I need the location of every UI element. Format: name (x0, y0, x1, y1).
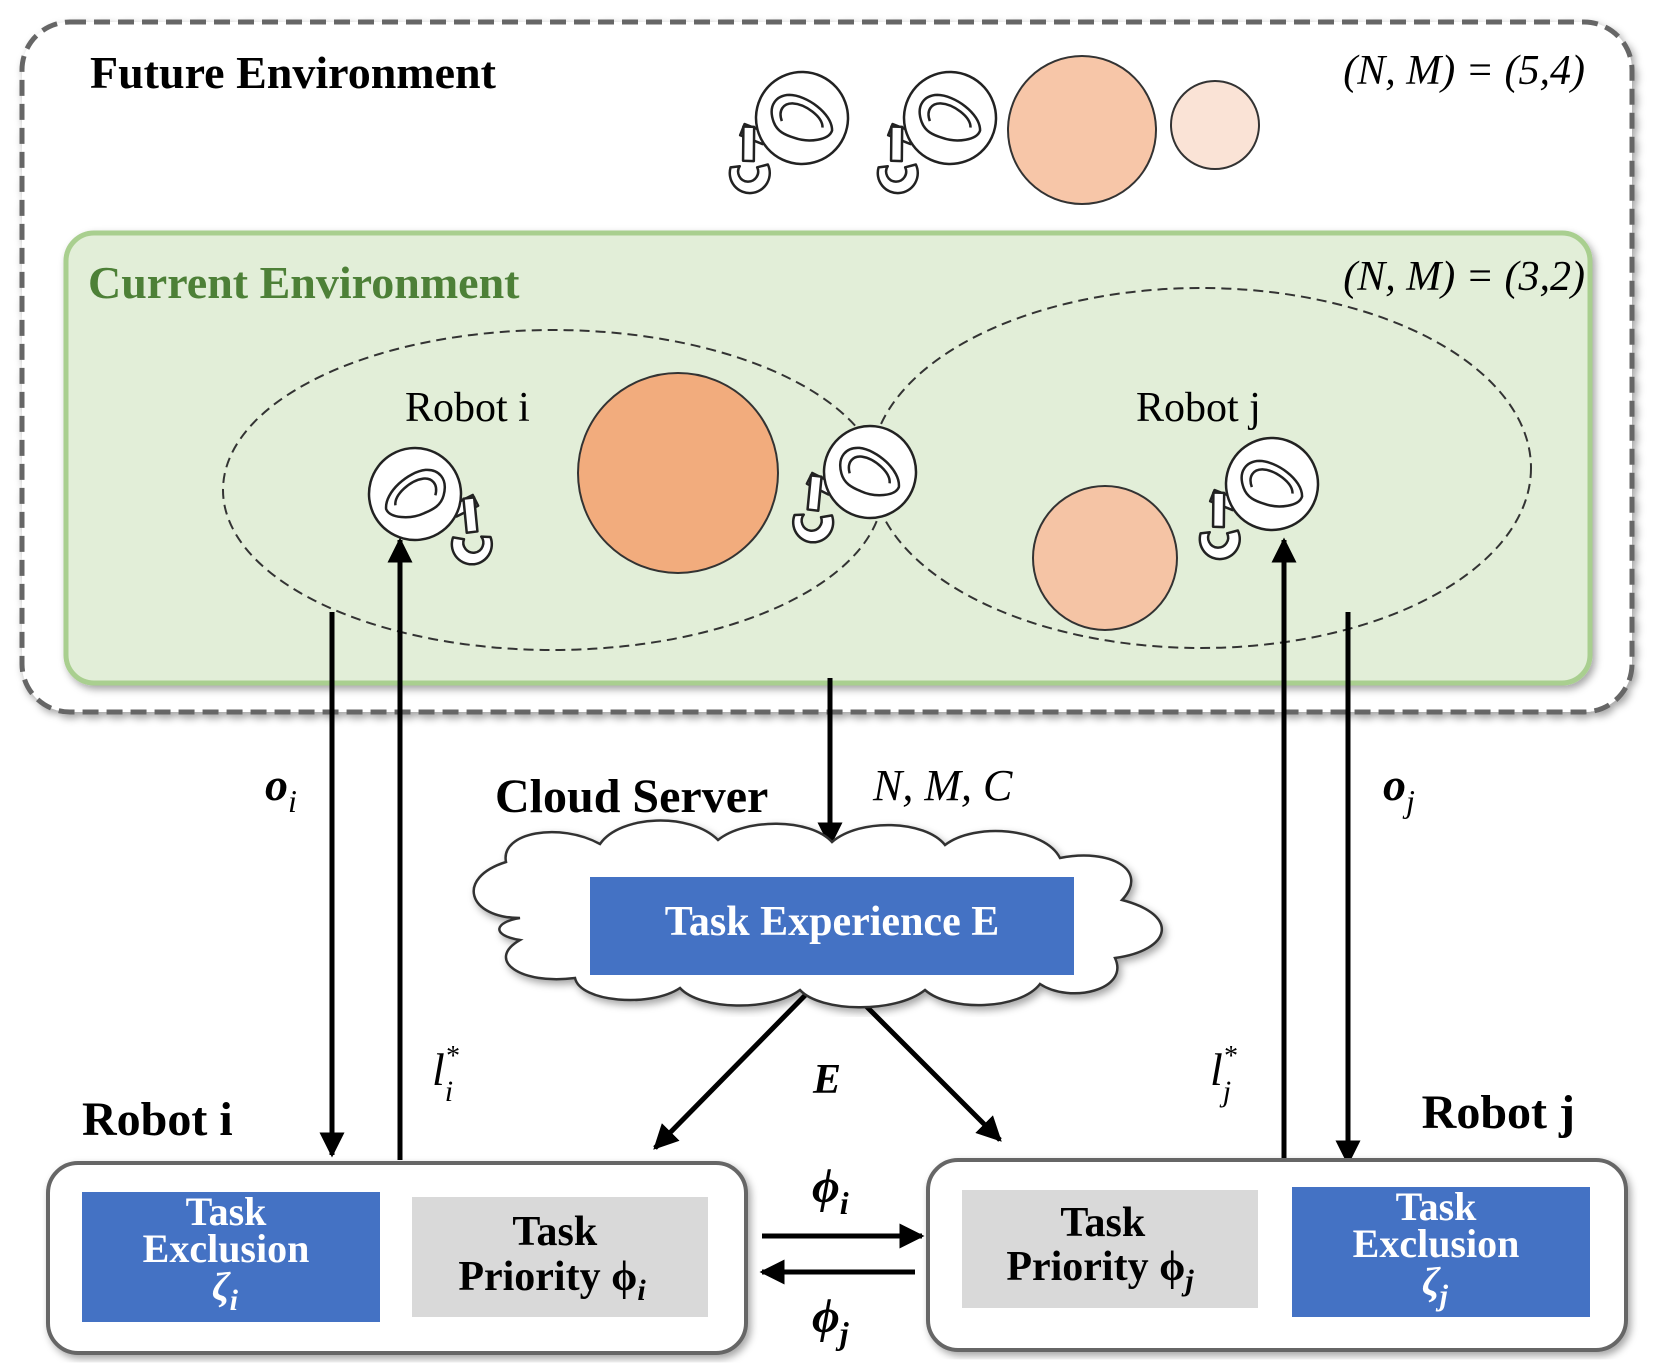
robot-j-priority-text: Task Priority ϕj (1006, 1200, 1194, 1297)
robot-j-block: Robot j Task Priority ϕj Task Exclusion … (926, 1086, 1628, 1352)
experience-output-label: E (812, 1057, 841, 1103)
task-experience-box (590, 877, 1074, 975)
phi-j-label: ϕj (812, 1290, 849, 1351)
future-task-small (1170, 80, 1260, 170)
robot-j-exclusion-box (1292, 1187, 1590, 1317)
obs-j-label: oj (1383, 759, 1415, 819)
task-dark (577, 372, 779, 574)
robot-j-exclusion-text: Task Exclusion ζj (1353, 1184, 1530, 1312)
robot-i-block: Robot i Task Exclusion ζi Task Priority … (46, 1093, 748, 1355)
robot-i-priority-box (412, 1197, 708, 1317)
arrows (319, 537, 1361, 1285)
link-labels: oi oj l*i l*j ϕi ϕj (265, 759, 1415, 1351)
cloud-server-title: Cloud Server (495, 770, 768, 823)
cloud-server: Task Experience E Cloud Server N, M, C E (472, 761, 1164, 1103)
robot-i-env-label: Robot i (405, 385, 530, 431)
robot-j-env-label: Robot j (1136, 385, 1261, 431)
feedback-i-label: l*i (432, 1041, 459, 1108)
server-input-label: N, M, C (872, 761, 1013, 810)
robot-j-title: Robot j (1422, 1086, 1575, 1139)
robot-i-exclusion-box (82, 1192, 380, 1322)
obs-i-label: oi (265, 759, 297, 819)
phi-i-label: ϕi (812, 1160, 849, 1221)
current-environment-title: Current Environment (88, 257, 520, 308)
experience-to-i-arrow (653, 968, 832, 1150)
robot-i-title: Robot i (82, 1093, 233, 1146)
robot-j-priority-box (962, 1190, 1258, 1308)
task-experience-label: Task Experience E (665, 899, 999, 945)
future-nm-label: (N, M) = (5,4) (1343, 48, 1585, 94)
task-light (1032, 485, 1178, 631)
robot-i-exclusion-text: Task Exclusion ζi (143, 1189, 320, 1317)
current-nm-label: (N, M) = (3,2) (1343, 254, 1585, 300)
robot-i-priority-text: Task Priority ϕi (458, 1209, 646, 1307)
future-environment-title: Future Environment (90, 47, 497, 98)
feedback-j-label: l*j (1210, 1041, 1237, 1108)
current-environment-panel: Current Environment (N, M) = (3,2) Robot… (63, 230, 1593, 686)
future-task-large (1007, 55, 1157, 205)
